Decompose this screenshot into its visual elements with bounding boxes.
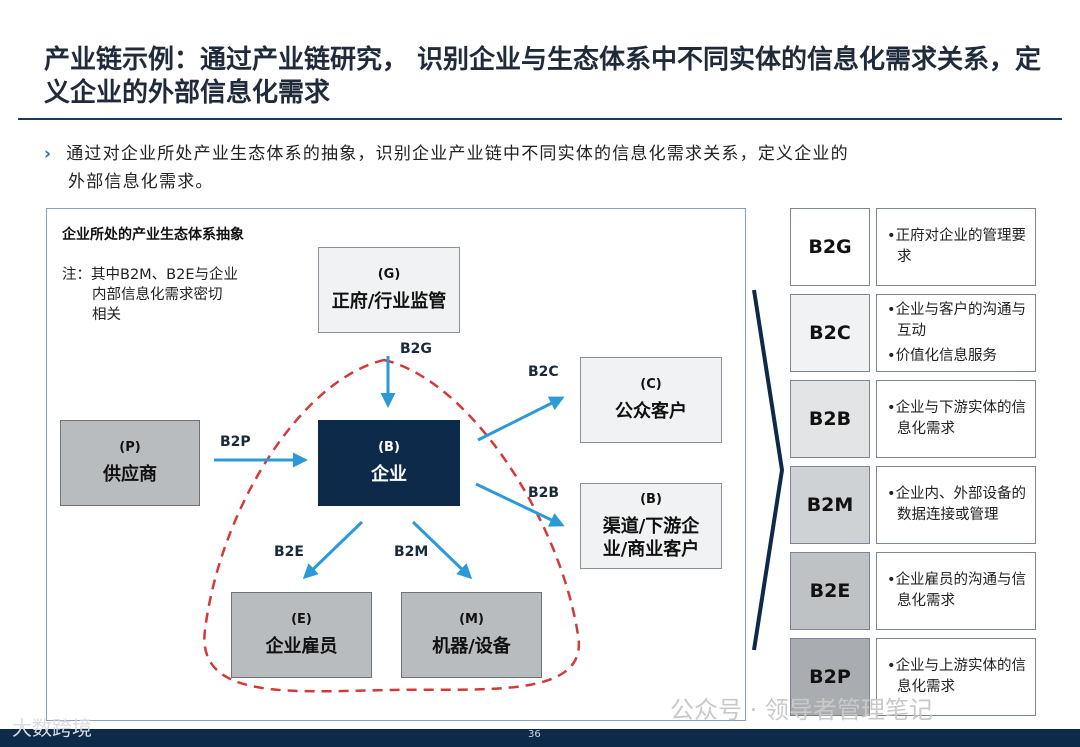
node-machine-name: 机器/设备 bbox=[432, 636, 511, 657]
table-desc-b2g: •正府对企业的管理要求 bbox=[876, 208, 1036, 286]
table-item: •企业与下游实体的信息化需求 bbox=[887, 400, 1027, 437]
bullet-line-1: 通过对企业所处产业生态体系的抽象，识别企业产业链中不同实体的信息化需求关系，定义… bbox=[66, 144, 849, 164]
watermark-text: 公众号 · 领导者管理笔记 bbox=[670, 696, 933, 724]
chevron-right-icon: › bbox=[44, 144, 53, 164]
note-line-3: 相关 bbox=[92, 307, 121, 323]
table-item: •企业与上游实体的信息化需求 bbox=[887, 658, 1027, 695]
arrow-b2b bbox=[475, 482, 565, 527]
arrow-b2e bbox=[302, 520, 364, 580]
node-channel-name: 渠道/下游企业/商业客户 bbox=[602, 515, 700, 560]
table-item: •价值化信息服务 bbox=[887, 347, 998, 364]
title-divider bbox=[18, 118, 1062, 120]
table-code-b2g: B2G bbox=[790, 208, 870, 286]
node-government-code: (G) bbox=[377, 267, 401, 282]
edge-label-b2m: B2M bbox=[394, 544, 429, 560]
node-public-customer: (C) 公众客户 bbox=[580, 357, 722, 443]
table-code-b2e: B2E bbox=[790, 552, 870, 630]
node-employee-code: (E) bbox=[291, 612, 312, 627]
page-number: 36 bbox=[528, 729, 541, 740]
note-line-2: 内部信息化需求密切 bbox=[92, 287, 223, 303]
node-supplier: (P) 供应商 bbox=[60, 420, 200, 506]
edge-label-b2p: B2P bbox=[220, 434, 251, 450]
node-employee-name: 企业雇员 bbox=[265, 636, 338, 657]
node-enterprise-name: 企业 bbox=[371, 464, 407, 485]
table-desc-b2c: •企业与客户的沟通与互动 •价值化信息服务 bbox=[876, 294, 1036, 372]
edge-label-b2c: B2C bbox=[528, 364, 559, 380]
table-desc-b2m: •企业内、外部设备的数据连接或管理 bbox=[876, 466, 1036, 544]
table-code-b2p: B2P bbox=[790, 638, 870, 716]
table-desc-b2e: •企业雇员的沟通与信息化需求 bbox=[876, 552, 1036, 630]
node-public-customer-name: 公众客户 bbox=[615, 401, 687, 422]
table-code-b2m: B2M bbox=[790, 466, 870, 544]
node-supplier-code: (P) bbox=[119, 440, 141, 455]
node-enterprise-code: (B) bbox=[378, 440, 400, 455]
page-title: 产业链示例：通过产业链研究， 识别企业与生态体系中不同实体的信息化需求关系，定义… bbox=[44, 45, 1042, 108]
panel-note: 注：其中B2M、B2E与企业 内部信息化需求密切 相关 bbox=[62, 265, 238, 325]
footer-bar bbox=[0, 729, 1080, 747]
node-public-customer-code: (C) bbox=[640, 377, 662, 392]
bullet-line-2: 外部信息化需求。 bbox=[68, 172, 214, 192]
table-desc-b2p: •企业与上游实体的信息化需求 bbox=[876, 638, 1036, 716]
note-line-1: 注：其中B2M、B2E与企业 bbox=[62, 267, 239, 283]
node-enterprise: (B) 企业 bbox=[318, 420, 460, 506]
edge-label-b2e: B2E bbox=[274, 544, 304, 560]
edge-label-b2b: B2B bbox=[528, 485, 560, 501]
intro-bullet: › 通过对企业所处产业生态体系的抽象，识别企业产业链中不同实体的信息化需求关系，定… bbox=[44, 140, 1034, 196]
node-employee: (E) 企业雇员 bbox=[231, 592, 372, 678]
dashed-internal-loop bbox=[203, 358, 581, 693]
node-government: (G) 正府/行业监管 bbox=[318, 247, 460, 333]
table-code-b2c: B2C bbox=[790, 294, 870, 372]
watermark-logo-text: 大数跨境 bbox=[12, 716, 92, 740]
table-item: •正府对企业的管理要求 bbox=[887, 228, 1027, 265]
node-machine: (M) 机器/设备 bbox=[401, 592, 542, 678]
node-channel-code: (B) bbox=[640, 491, 662, 507]
table-item: •企业与客户的沟通与互动 bbox=[887, 301, 1027, 339]
table-code-b2b: B2B bbox=[790, 380, 870, 458]
edge-label-b2g: B2G bbox=[400, 341, 432, 357]
node-government-name: 正府/行业监管 bbox=[331, 291, 447, 312]
table-desc-b2b: •企业与下游实体的信息化需求 bbox=[876, 380, 1036, 458]
chevron-right-icon bbox=[752, 289, 785, 651]
node-supplier-name: 供应商 bbox=[103, 464, 157, 485]
table-item: •企业雇员的沟通与信息化需求 bbox=[887, 572, 1027, 609]
node-channel: (B) 渠道/下游企业/商业客户 bbox=[580, 483, 722, 569]
panel-title: 企业所处的产业生态体系抽象 bbox=[62, 227, 244, 243]
table-item: •企业内、外部设备的数据连接或管理 bbox=[887, 486, 1027, 523]
arrow-b2c bbox=[477, 396, 565, 442]
arrow-b2m bbox=[411, 520, 473, 580]
node-machine-code: (M) bbox=[459, 612, 484, 627]
